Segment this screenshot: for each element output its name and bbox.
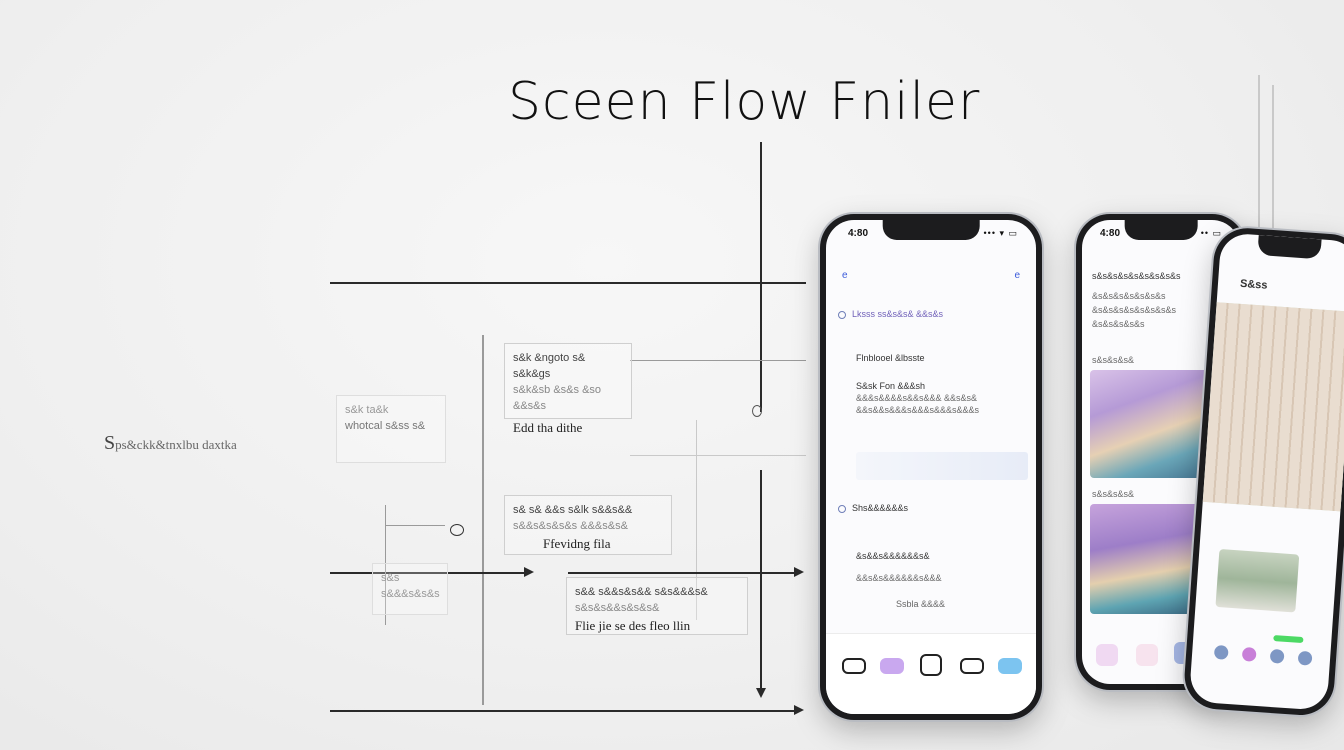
list-item: S&sk Fon &&&sh — [856, 381, 926, 391]
tab-home[interactable] — [842, 658, 866, 674]
connector-mid-right — [568, 572, 794, 574]
connector-right-vertical — [1258, 75, 1260, 235]
arrow-mid-left-head — [524, 567, 534, 577]
tab-icon[interactable] — [1241, 646, 1257, 662]
aerial-image[interactable] — [1215, 549, 1300, 613]
phone-main-status-icons: ••• ▾ ▭ — [983, 228, 1018, 238]
loop-icon — [450, 524, 464, 536]
connector-left-stub — [385, 505, 386, 625]
connector-mid-horizontal — [330, 572, 526, 574]
side-label-rest: ps&ckk&tnxlbu daxtka — [115, 437, 237, 452]
phone-second-notch — [1124, 220, 1198, 240]
side-label-lead: S — [104, 432, 116, 454]
page-title: Sceen Flow Fniler — [508, 72, 981, 132]
tab-create[interactable] — [920, 654, 942, 676]
tab-icon[interactable] — [1213, 644, 1229, 660]
box-top-main: Edd tha dithe — [513, 420, 583, 435]
list-item-sub: &&&s&&&&s&&s&&& &&s&s& — [856, 393, 978, 403]
list-item-sub: &s&s&s&s&s&s&s&s — [1092, 305, 1177, 315]
tab-profile[interactable] — [998, 658, 1022, 674]
bullet-icon — [838, 504, 846, 513]
refresh-icon[interactable]: e — [1014, 270, 1020, 281]
connector-faint-h1 — [630, 455, 806, 456]
box-middle: s& s& &&s s&lk s&&s&& s&&s&s&s&s &&&s&s&… — [504, 495, 672, 555]
back-icon[interactable]: e — [842, 270, 848, 281]
box-middle-line1: s& s& &&s s&lk s&&s&& — [513, 504, 633, 516]
box-bottom: s&& s&&s&s&& s&s&&&s& s&s&s&&s&s&s& Flie… — [566, 577, 748, 635]
box-lower-faint-line1: s&s — [381, 572, 400, 584]
section-heading: Flnblooel &lbsste — [856, 353, 925, 363]
list-item-sub: &s&s&s&s&s — [1092, 319, 1145, 329]
phone-mockup-main: 4:80 ••• ▾ ▭ e e Lksss ss&s&s& &&s&s Fln… — [820, 214, 1042, 720]
side-label: Sps&ckk&tnxlbu daxtka — [104, 432, 237, 455]
connector-top-box-link — [630, 360, 806, 361]
connector-vertical-center — [760, 142, 762, 412]
box-top: s&k &ngoto s& s&k&gs s&k&sb &s&s &so &&s… — [504, 343, 632, 435]
box-bottom-main: Flie jie se des fleo llin — [575, 618, 691, 633]
box-middle-main: Ffevidng fila — [543, 536, 611, 551]
tab-icon[interactable] — [1096, 644, 1118, 666]
box-left-faint-line1: s&k ta&k — [345, 404, 389, 416]
progress-track — [856, 452, 1028, 480]
box-lower-faint-line2: s&&&s&s&s — [381, 588, 440, 600]
arrow-mid-right-head — [794, 567, 804, 577]
connector-faint-v1 — [696, 420, 697, 620]
phone-third-screen: S&ss — [1188, 232, 1344, 711]
phone-second-time: 4:80 — [1100, 228, 1121, 239]
tab-explore[interactable] — [880, 658, 904, 674]
connector-left-stub-h — [385, 525, 445, 526]
tab-icon[interactable] — [1269, 648, 1285, 664]
phone-main-screen: 4:80 ••• ▾ ▭ e e Lksss ss&s&s& &&s&s Fln… — [826, 220, 1036, 714]
list-item-sub: &&s&&s&&&s&&&s&&&s&&&s — [856, 405, 980, 415]
list-item-sub: &&s&s&&&&&&s&&& — [856, 573, 942, 583]
screen-header: S&ss — [1239, 277, 1268, 292]
tab-inbox[interactable] — [960, 658, 984, 674]
connector-top-horizontal — [330, 282, 806, 284]
phone-main-time: 4:80 — [848, 228, 869, 239]
list-item-sub: &s&s&s&s&s&s&s — [1092, 291, 1166, 301]
box-bottom-line2: s&s&s&&s&s&s& — [575, 602, 660, 614]
list-item[interactable]: Lksss ss&s&s& &&s&s — [838, 308, 943, 320]
box-top-line1: s&k &ngoto s& s&k&gs — [513, 352, 586, 380]
box-left-faint: s&k ta&k whotcal s&ss s& — [336, 395, 446, 463]
box-middle-line2: s&&s&s&s&s &&&s&s& — [513, 520, 628, 532]
arrow-bottom-head — [794, 705, 804, 715]
list-item[interactable]: Shs&&&&&&s — [838, 502, 908, 514]
connector-vertical-left — [482, 335, 484, 705]
connector-down-vertical — [760, 470, 762, 690]
list-item-sub: Ssbla &&&& — [896, 599, 946, 609]
connector-right-vertical-2 — [1272, 85, 1274, 235]
phone-third-notch — [1257, 235, 1323, 260]
image-caption: s&s&s&s& — [1092, 355, 1135, 365]
arrow-down-head — [756, 688, 766, 698]
image-caption: s&s&s&s& — [1092, 489, 1135, 499]
tab-bar — [826, 633, 1036, 714]
tab-icon[interactable] — [1136, 644, 1158, 666]
phone-second-status-icons: •• ▭ — [1200, 228, 1222, 238]
list-item: s&s&s&s&s&s&s&s&s — [1092, 271, 1181, 281]
progress-indicator — [1273, 635, 1304, 644]
tab-icon[interactable] — [1297, 650, 1313, 666]
loop-icon-2 — [752, 405, 762, 417]
bullet-icon — [838, 310, 846, 319]
box-lower-faint: s&s s&&&s&s&s — [372, 563, 448, 615]
box-bottom-line1: s&& s&&s&s&& s&s&&&s& — [575, 586, 708, 598]
list-item: &s&&s&&&&&&s& — [856, 551, 930, 561]
connector-bottom-horizontal — [330, 710, 796, 712]
box-top-line2: s&k&sb &s&s &so &&s&s — [513, 384, 602, 412]
building-image[interactable] — [1202, 302, 1344, 513]
box-left-faint-line2: whotcal s&ss s& — [345, 420, 426, 432]
phone-main-notch — [882, 220, 980, 240]
